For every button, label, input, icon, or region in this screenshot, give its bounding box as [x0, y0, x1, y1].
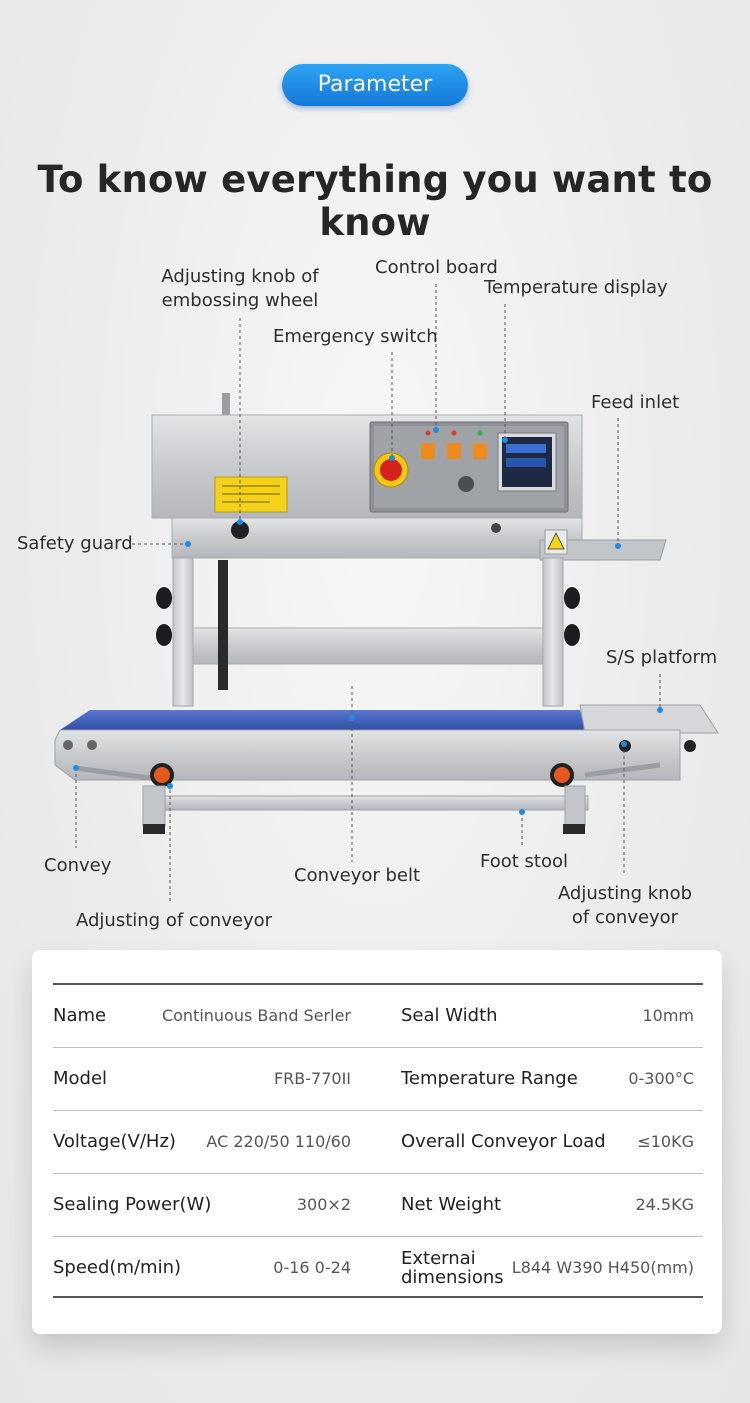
callout-convey: Convey: [44, 855, 112, 876]
callout-temperature-display: Temperature display: [484, 277, 668, 298]
spec-key: Name: [53, 1005, 107, 1026]
spec-key: Speed(m/min): [53, 1257, 182, 1278]
spec-value: AC 220/50 110/60: [206, 1132, 351, 1151]
table-top-rule: [53, 983, 703, 985]
spec-value: 0-300°C: [628, 1069, 694, 1088]
table-bottom-rule: [53, 1296, 703, 1298]
spec-value: FRB-770II: [273, 1069, 351, 1088]
left-orange-knob: [150, 763, 174, 787]
feed-inlet-plate: [539, 539, 667, 561]
callout-adjusting-of-conveyor: Adjusting of conveyor: [76, 910, 273, 931]
spec-value: Continuous Band Serler: [161, 1006, 351, 1025]
spec-key: Voltage(V/Hz): [53, 1131, 176, 1152]
page-title: To know everything you want to know: [37, 158, 713, 244]
callout-control-board: Control board: [375, 257, 498, 278]
table-rule: [53, 1047, 703, 1048]
callout-adjusting-knob-conveyor: Adjusting knob of conveyor: [557, 883, 693, 928]
spec-key: Net Weight: [401, 1194, 502, 1215]
callout-conveyor-belt: Conveyor belt: [294, 865, 421, 886]
table-rule: [53, 1173, 703, 1174]
table-row: Model FRB-770II Temperature Range 0-300°…: [53, 1048, 703, 1110]
callout-ss-platform: S/S platform: [606, 647, 718, 668]
callout-foot-stool: Foot stool: [480, 851, 568, 872]
sealer-machine-illustration: [54, 393, 719, 834]
spec-value: L844 W390 H450(mm): [511, 1258, 694, 1277]
spec-value: 300×2: [296, 1195, 351, 1214]
spec-value: 24.5KG: [635, 1195, 694, 1214]
top-rod: [222, 393, 230, 417]
spec-key: Seal Width: [401, 1005, 498, 1026]
right-orange-knob: [550, 763, 574, 787]
spec-key: Overall Conveyor Load: [401, 1131, 606, 1152]
callout-feed-inlet: Feed inlet: [591, 392, 680, 413]
table-row: Sealing Power(W) 300×2 Net Weight 24.5KG: [53, 1174, 703, 1236]
conveyor-belt-surface: [60, 710, 585, 730]
table-rule: [53, 1236, 703, 1237]
conveyor-body: [54, 729, 681, 781]
callout-emergency-switch: Emergency switch: [273, 326, 438, 347]
table-row: Speed(m/min) 0-16 0-24 Externai dimensio…: [53, 1237, 703, 1299]
spec-card: Name Continuous Band Serler Seal Width 1…: [32, 950, 722, 1334]
table-row: Voltage(V/Hz) AC 220/50 110/60 Overall C…: [53, 1111, 703, 1173]
callout-adjusting-knob-embossing: Adjusting knob of embossing wheel: [161, 266, 319, 311]
spec-key: Model: [53, 1068, 108, 1089]
adjusting-rod: [218, 560, 228, 690]
spec-key: Sealing Power(W): [53, 1194, 212, 1215]
spec-value: 0-16 0-24: [273, 1258, 351, 1277]
table-rule: [53, 1110, 703, 1111]
spec-value: 10mm: [642, 1006, 694, 1025]
spec-value: ≤10KG: [637, 1132, 694, 1151]
spec-key: Externai dimensions: [401, 1248, 504, 1288]
spec-key: Temperature Range: [401, 1068, 578, 1089]
table-row: Name Continuous Band Serler Seal Width 1…: [53, 985, 703, 1047]
parameter-badge: Parameter: [282, 64, 468, 106]
callout-safety-guard: Safety guard: [17, 533, 133, 554]
